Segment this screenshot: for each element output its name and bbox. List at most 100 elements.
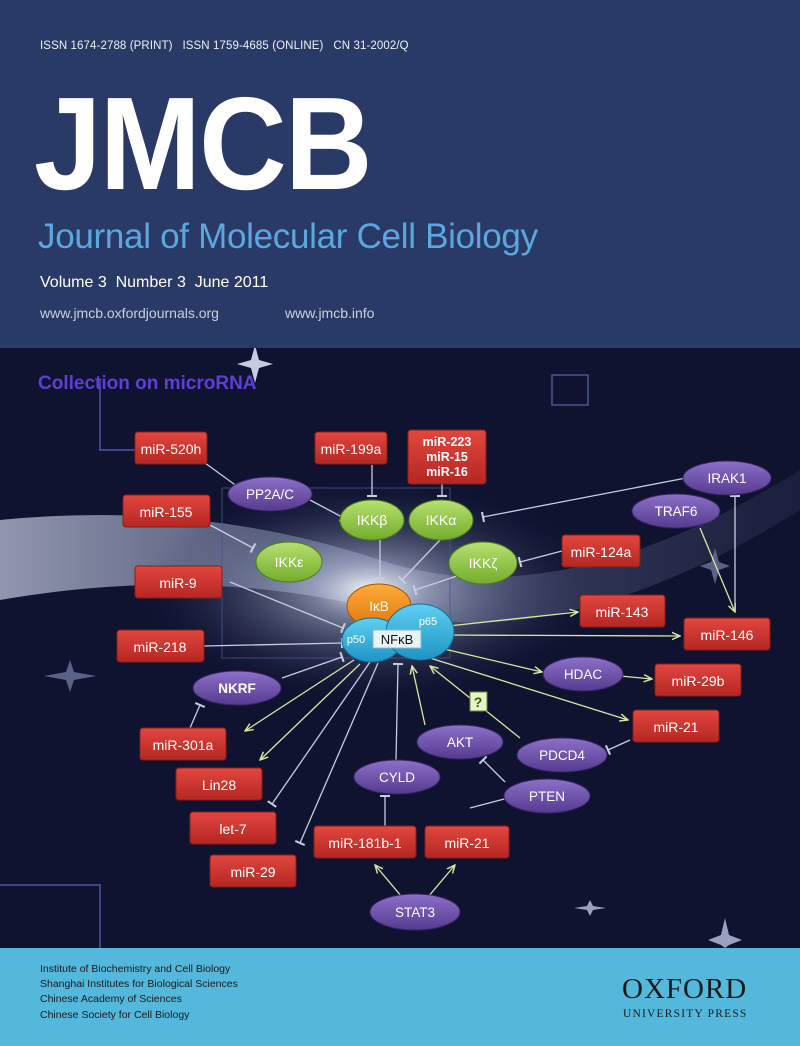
protein-label: PTEN (529, 789, 565, 804)
sparkle-star (708, 918, 742, 948)
protein-oval (192, 670, 282, 706)
ikk-oval (255, 541, 323, 583)
protein-label: CYLD (379, 770, 415, 785)
mirna-label: miR-21 (444, 835, 489, 851)
question-mark: ? (474, 694, 483, 710)
protein-label: IRAK1 (707, 471, 746, 486)
mirna-label: miR-181b-1 (328, 835, 401, 851)
mirna-box (407, 429, 487, 485)
activate-line (439, 635, 680, 636)
protein-oval (631, 493, 721, 529)
mirna-box (654, 663, 742, 697)
nfkb-label-box (372, 629, 422, 649)
cover-header (0, 0, 800, 348)
protein-oval (503, 778, 591, 814)
inhibit-line (189, 701, 206, 729)
ikk-oval (339, 499, 405, 541)
ikk-label: IKKε (275, 554, 304, 570)
inhibit-line (209, 524, 257, 554)
collection-title: Collection on microRNA (38, 373, 257, 394)
mirna-box (561, 534, 641, 568)
protein-label: AKT (447, 735, 473, 750)
activate-line (427, 865, 455, 898)
protein-oval (416, 724, 504, 760)
mirna-label: miR-143 (596, 604, 649, 620)
protein-label: TRAF6 (655, 504, 698, 519)
protein-oval (369, 893, 461, 931)
mirna-label: miR-21 (653, 719, 698, 735)
mirna-box (209, 854, 297, 888)
journal-url-info: www.jmcb.info (285, 305, 375, 321)
inhibit-line (203, 637, 344, 649)
inhibit-line (392, 662, 404, 761)
inhibit-line (517, 550, 563, 568)
mirna-box (189, 811, 277, 845)
ikk-ovals: IKKβ IKKα IKKε IKKζ (255, 499, 518, 585)
nfkb-label: NFκB (381, 632, 414, 647)
mirna-label: miR-520h (141, 441, 202, 457)
activate-line (429, 612, 578, 629)
mirna-label: miR-146 (701, 627, 754, 643)
protein-ovals: PP2A/C IRAK1 TRAF6 NKRF HDAC AKT PDCD4 C… (192, 460, 772, 931)
journal-url-oxford: www.jmcb.oxfordjournals.org (40, 305, 219, 321)
mirna-label: miR-124a (571, 544, 632, 560)
institution-line: Chinese Society for Cell Biology (40, 1009, 190, 1021)
sparkle-star (700, 548, 730, 584)
mirna-box (122, 494, 211, 528)
ikb-label: IκB (369, 599, 389, 614)
mirna-label: miR-29 (230, 864, 275, 880)
inhibit-line (478, 755, 506, 783)
issue-info: Volume 3 Number 3 June 2011 (40, 274, 269, 291)
mirna-label: miR-223 (423, 435, 472, 449)
inhibit-line (604, 739, 631, 756)
deco-square (551, 374, 589, 406)
protein-oval (542, 656, 624, 692)
mirna-box (313, 825, 417, 859)
p65-label: p65 (419, 616, 437, 628)
mirna-label: Lin28 (202, 777, 236, 793)
publisher-logo-sub: UNIVERSITY PRESS (623, 1008, 748, 1020)
pathway-diagram: miR-520h miR-199a miR-223 miR-15 miR-16 … (0, 348, 800, 948)
mirna-box (579, 594, 666, 628)
nfkb-complex: IκB p50 p65 NFκB (341, 583, 455, 663)
journal-logo: JMCB (34, 70, 373, 217)
activate-line (245, 659, 355, 731)
issn-line: ISSN 1674-2788 (PRINT) ISSN 1759-4685 (O… (40, 40, 409, 52)
mirna-label: miR-155 (140, 504, 193, 520)
protein-oval (682, 460, 772, 496)
cover-footer (0, 948, 800, 1046)
protein-label: PDCD4 (539, 748, 585, 763)
inhibit-line (469, 792, 511, 809)
mirna-box (134, 565, 223, 599)
mirna-box (314, 431, 388, 465)
mirna-label: miR-16 (426, 465, 468, 479)
sparkle-star (237, 348, 273, 383)
protein-oval (227, 476, 313, 512)
ikk-oval (448, 541, 518, 585)
mirna-label: miR-199a (321, 441, 382, 457)
ikk-oval (408, 499, 474, 541)
institution-line: Institute of Biochemistry and Cell Biolo… (40, 963, 231, 975)
deco-corner (99, 380, 140, 451)
ikk-label: IKKα (426, 512, 457, 528)
inhibit-line (281, 651, 345, 679)
mirna-box (175, 767, 263, 801)
activate-line (375, 865, 403, 898)
activate-line (260, 663, 361, 760)
mirna-label: miR-9 (159, 575, 197, 591)
publisher-logo-name: OXFORD (622, 973, 748, 1005)
inhibit-line (267, 661, 371, 808)
deco-corner-bottom (0, 884, 101, 948)
mirna-label: let-7 (219, 821, 246, 837)
ikk-label: IKKζ (469, 555, 498, 571)
mirna-box (134, 431, 208, 465)
activate-line (412, 666, 426, 726)
inhibit-line (412, 574, 461, 596)
mirna-label: miR-29b (672, 673, 725, 689)
mirna-label: miR-218 (134, 639, 187, 655)
inhibit-line (397, 539, 441, 585)
sparkle-star (44, 660, 96, 692)
mirna-box (683, 617, 771, 651)
protein-label: HDAC (564, 667, 603, 682)
p50-label: p50 (347, 634, 365, 646)
